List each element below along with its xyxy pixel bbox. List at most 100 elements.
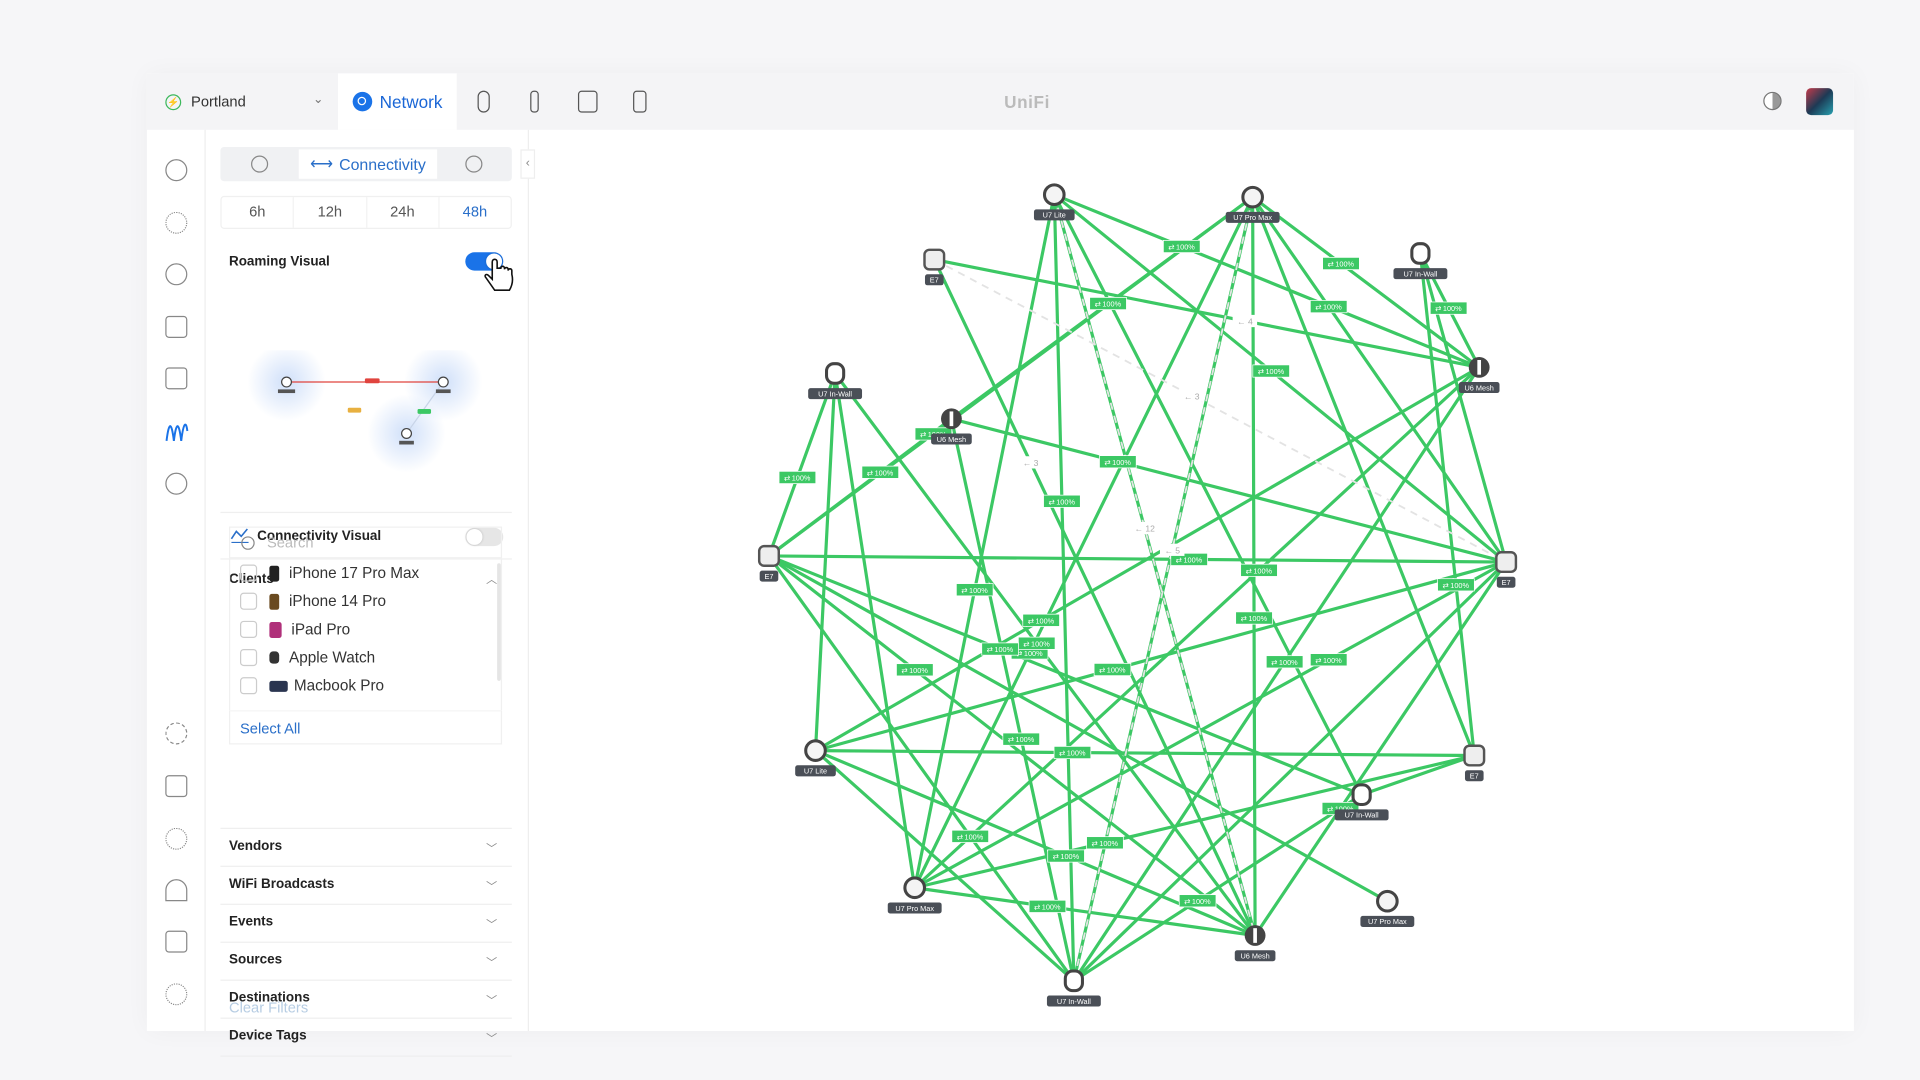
link-line[interactable]: [1052, 193, 1076, 983]
tab-network[interactable]: Network: [337, 73, 457, 130]
link-line[interactable]: [833, 371, 917, 890]
insights-icon[interactable]: [165, 472, 188, 495]
tab-connectivity[interactable]: ⟷Connectivity: [298, 149, 438, 179]
section-destinations[interactable]: Destinations: [229, 991, 502, 1006]
users-icon[interactable]: [165, 983, 188, 1006]
checkbox[interactable]: [240, 564, 258, 582]
alarm-icon[interactable]: [165, 879, 188, 902]
devices-icon[interactable]: [165, 263, 188, 286]
section-events[interactable]: Events: [229, 915, 502, 930]
tab-radar[interactable]: [447, 147, 501, 181]
e7-node-icon[interactable]: [757, 544, 781, 567]
ap-node-icon[interactable]: [1376, 889, 1399, 913]
section-vendors[interactable]: Vendors: [229, 839, 502, 854]
dashed-link-line[interactable]: [1053, 194, 1256, 936]
link-line[interactable]: [1072, 365, 1481, 983]
checkbox[interactable]: [240, 620, 258, 638]
range-24h[interactable]: 24h: [367, 197, 440, 228]
link-line[interactable]: [1052, 193, 1508, 564]
list-item[interactable]: iPad Pro: [230, 616, 350, 643]
apps-icon[interactable]: [165, 367, 188, 390]
range-12h[interactable]: 12h: [294, 197, 367, 228]
u7-in-wall-node-icon[interactable]: [1063, 969, 1084, 993]
link-line[interactable]: [1418, 251, 1476, 758]
link-line[interactable]: [949, 417, 1076, 983]
section-wifi-broadcasts[interactable]: WiFi Broadcasts: [229, 877, 502, 892]
intercom-icon[interactable]: [633, 90, 647, 113]
checkbox[interactable]: [240, 677, 258, 695]
link-line[interactable]: [1360, 753, 1476, 797]
tab-overview[interactable]: [233, 147, 287, 181]
chevron-up-icon[interactable]: ︿: [486, 573, 498, 586]
dashed-link-line[interactable]: [933, 258, 1507, 563]
e7-node-icon[interactable]: [923, 248, 946, 271]
link-line[interactable]: [813, 371, 837, 753]
link-line[interactable]: [913, 365, 1481, 890]
link-line[interactable]: [913, 753, 1476, 890]
checkbox[interactable]: [240, 592, 258, 610]
ap-node-icon[interactable]: [903, 876, 927, 900]
settings-gear-icon[interactable]: [165, 722, 188, 745]
doorbell-icon[interactable]: [530, 90, 539, 113]
integrations-icon[interactable]: [165, 827, 188, 850]
link-line[interactable]: [813, 749, 1476, 758]
dashboard-icon[interactable]: [165, 159, 188, 182]
link-line[interactable]: [813, 560, 1508, 753]
u7-in-wall-node-icon[interactable]: [1351, 783, 1372, 807]
link-line[interactable]: [1251, 195, 1508, 564]
section-sources[interactable]: Sources: [229, 953, 502, 968]
clients-icon[interactable]: [165, 315, 188, 338]
link-line[interactable]: [1253, 560, 1508, 938]
list-item[interactable]: Macbook Pro: [230, 672, 384, 699]
link-line[interactable]: [1072, 793, 1364, 983]
chevron-down-icon[interactable]: ﹀: [486, 842, 498, 855]
link-line[interactable]: [949, 417, 1508, 564]
camera-icon[interactable]: [477, 90, 490, 113]
link-line[interactable]: [767, 554, 1508, 564]
access-icon[interactable]: [577, 90, 598, 113]
range-6h[interactable]: 6h: [222, 197, 295, 228]
link-line[interactable]: [813, 749, 1076, 983]
link-line[interactable]: [767, 554, 1257, 938]
link-line[interactable]: [1052, 193, 1364, 797]
select-all-link[interactable]: Select All: [228, 710, 503, 745]
link-line[interactable]: [1052, 193, 1481, 369]
link-line[interactable]: [932, 258, 1481, 369]
list-item[interactable]: iPhone 17 Pro Max: [230, 560, 419, 587]
link-line[interactable]: [932, 258, 1257, 938]
ap-node-icon[interactable]: [1241, 185, 1264, 209]
logs-icon[interactable]: [165, 775, 188, 798]
chevron-down-icon[interactable]: ﹀: [486, 956, 498, 969]
e7-node-icon[interactable]: [1463, 744, 1486, 767]
link-line[interactable]: [1251, 195, 1481, 369]
clear-filters-link[interactable]: Clear Filters: [228, 999, 309, 1017]
connectivity-visual-toggle[interactable]: [465, 527, 504, 547]
link-line[interactable]: [913, 886, 1257, 938]
scrollbar[interactable]: [497, 563, 501, 681]
topology-icon[interactable]: [165, 211, 188, 234]
chevron-down-icon[interactable]: ﹀: [486, 880, 498, 893]
chevron-down-icon[interactable]: ﹀: [486, 918, 498, 931]
client-search-input[interactable]: Search: [228, 526, 503, 559]
theme-toggle-icon[interactable]: [1763, 91, 1782, 111]
section-device-tags[interactable]: Device Tags: [229, 1029, 502, 1044]
link-line[interactable]: [1072, 195, 1255, 983]
ap-node-icon[interactable]: [804, 739, 827, 762]
chevron-down-icon[interactable]: ﹀: [486, 994, 498, 1007]
u7-in-wall-node-icon[interactable]: [825, 362, 846, 385]
link-line[interactable]: [767, 417, 954, 558]
link-line[interactable]: [767, 371, 837, 558]
collapse-panel-button[interactable]: ‹: [520, 149, 536, 179]
radio-manager-icon[interactable]: [164, 419, 189, 443]
checkbox[interactable]: [240, 648, 258, 667]
chevron-down-icon[interactable]: ﹀: [486, 1032, 498, 1045]
e7-node-icon[interactable]: [1495, 551, 1518, 574]
list-item[interactable]: Apple Watch: [230, 644, 375, 671]
site-selector[interactable]: ⚡Portland⌄: [152, 81, 333, 123]
range-48h[interactable]: 48h: [462, 203, 488, 221]
ap-node-icon[interactable]: [1042, 183, 1066, 207]
list-item[interactable]: iPhone 14 Pro: [230, 588, 386, 615]
link-line[interactable]: [1072, 560, 1508, 983]
avatar[interactable]: [1806, 88, 1834, 116]
